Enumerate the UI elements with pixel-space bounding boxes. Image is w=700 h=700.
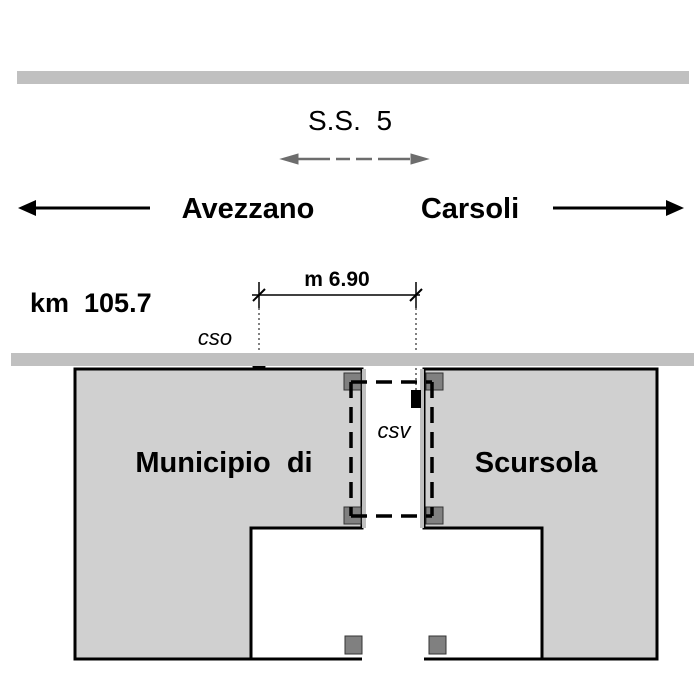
arrow-right-icon xyxy=(553,200,684,216)
dimension-label: m 6.90 xyxy=(304,268,369,291)
gap-strip-left xyxy=(362,369,366,528)
building-left xyxy=(73,367,364,661)
building-left-text: Municipio di xyxy=(135,447,312,479)
building-right xyxy=(422,367,659,661)
cso-label: cso xyxy=(198,325,232,350)
pillar xyxy=(428,635,447,655)
road-bottom-edge xyxy=(11,353,694,366)
destination-east: Carsoli xyxy=(421,193,519,225)
road-name: S.S. 5 xyxy=(308,105,392,136)
arrow-left-icon xyxy=(18,200,150,216)
pillar xyxy=(344,635,363,655)
destination-west: Avezzano xyxy=(182,193,315,225)
csv-label: csv xyxy=(378,418,413,443)
km-marker: km 105.7 xyxy=(30,288,152,318)
building-right-text: Scursola xyxy=(475,447,598,479)
double-arrow-icon xyxy=(279,153,430,165)
road-top-edge xyxy=(17,71,689,84)
gap-strip-right xyxy=(420,369,424,528)
gate-dashed-outline xyxy=(349,380,434,518)
csv-marker xyxy=(411,390,421,408)
